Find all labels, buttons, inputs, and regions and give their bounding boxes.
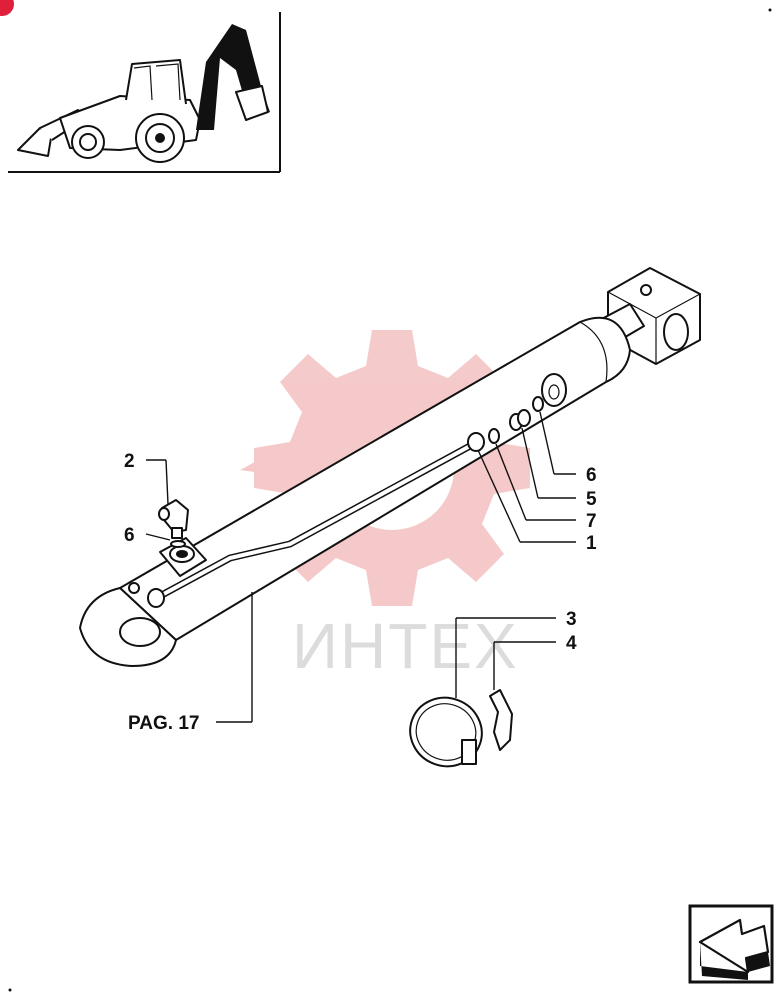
callout-4[interactable]: 4 xyxy=(566,633,577,654)
vehicle-thumbnail[interactable] xyxy=(8,12,281,173)
hydraulic-cylinder[interactable] xyxy=(79,267,701,667)
nav-arrow-button[interactable] xyxy=(688,904,774,984)
callout-6-left[interactable]: 6 xyxy=(124,525,135,546)
corner-badge xyxy=(0,0,14,16)
fitting-row[interactable] xyxy=(488,396,544,444)
callout-6-right[interactable]: 6 xyxy=(586,465,597,486)
washer-icon xyxy=(488,428,500,444)
leader-lines xyxy=(145,411,576,723)
pipe-support[interactable] xyxy=(489,689,513,751)
fitting-elbow[interactable] xyxy=(158,499,189,539)
callout-5[interactable]: 5 xyxy=(586,489,597,510)
backhoe-loader-icon xyxy=(17,24,270,163)
washer-icon xyxy=(532,396,544,412)
page-reference[interactable]: PAG. 17 xyxy=(128,713,199,734)
callout-1[interactable]: 1 xyxy=(586,533,597,554)
callout-7[interactable]: 7 xyxy=(586,511,597,532)
pipe[interactable] xyxy=(147,432,485,608)
callout-3[interactable]: 3 xyxy=(566,609,577,630)
watermark-text: ИНТЕХ xyxy=(292,610,519,682)
hose-clamp[interactable] xyxy=(401,688,492,777)
corner-dot xyxy=(8,988,12,992)
callout-2[interactable]: 2 xyxy=(124,451,135,472)
left-down-arrow-icon xyxy=(698,918,770,980)
corner-dot xyxy=(768,8,772,12)
washer-icon[interactable] xyxy=(170,540,186,548)
